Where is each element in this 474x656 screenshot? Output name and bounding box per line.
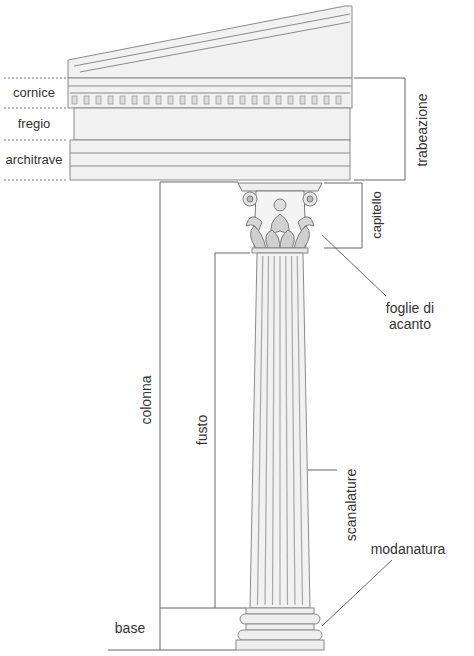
part-label: fusto: [194, 413, 210, 447]
architrave-band: [70, 140, 350, 180]
part-label: base: [113, 620, 147, 636]
part-label: capitello: [370, 189, 385, 241]
pediment: [68, 6, 352, 78]
part-label: modanatura: [369, 541, 448, 557]
dotted-guides: [4, 78, 68, 180]
column-base: [236, 608, 324, 650]
column-shaft: [250, 248, 310, 608]
part-label: colonna: [138, 373, 154, 426]
part-label: cornice: [11, 86, 57, 101]
brackets: [108, 78, 405, 650]
part-label: scanalature: [343, 467, 359, 543]
part-label: foglie di acanto: [365, 300, 455, 332]
part-label: architrave: [3, 153, 64, 168]
corinthian-capital: [238, 183, 322, 248]
frieze-band: [74, 108, 350, 140]
dentils: [72, 96, 341, 104]
part-label: trabeazione: [414, 91, 430, 168]
cornice-band: [68, 78, 352, 108]
part-label: fregio: [16, 117, 53, 132]
